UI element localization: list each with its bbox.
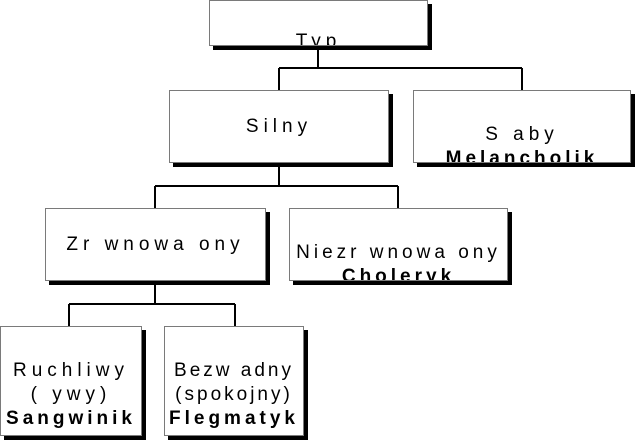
node-silny-label: Silny: [245, 115, 313, 137]
node-bezwladny: Bezw adny (spokojny) Flegmatyk: [164, 326, 304, 436]
node-bezwladny-line2: (spokojny): [175, 384, 293, 405]
node-niezrownowazony: Niezr wnowa ony Choleryk: [289, 208, 508, 281]
node-bezwladny-sublabel: Flegmatyk: [169, 408, 299, 429]
node-slaby: S aby Melancholik: [413, 90, 631, 163]
node-slaby-label: S aby: [485, 124, 559, 145]
node-zrownowazony-label: Zr wnowa ony: [66, 233, 245, 255]
node-ruchliwy-line2: ( ywy): [30, 384, 112, 405]
node-ruchliwy-line1: Ruchliwy: [12, 360, 130, 381]
node-typ: Typ: [209, 0, 428, 46]
node-ruchliwy: Ruchliwy ( ywy) Sangwinik: [0, 326, 142, 436]
node-silny: Silny: [169, 90, 389, 163]
node-slaby-sublabel: Melancholik: [445, 148, 599, 163]
node-typ-label: Typ: [295, 31, 342, 46]
node-niezrownowazony-label: Niezr wnowa ony: [296, 242, 501, 263]
node-zrownowazony: Zr wnowa ony: [45, 208, 266, 281]
node-ruchliwy-sublabel: Sangwinik: [6, 408, 136, 429]
node-bezwladny-line1: Bezw adny: [174, 360, 294, 381]
node-niezrownowazony-sublabel: Choleryk: [341, 266, 456, 281]
